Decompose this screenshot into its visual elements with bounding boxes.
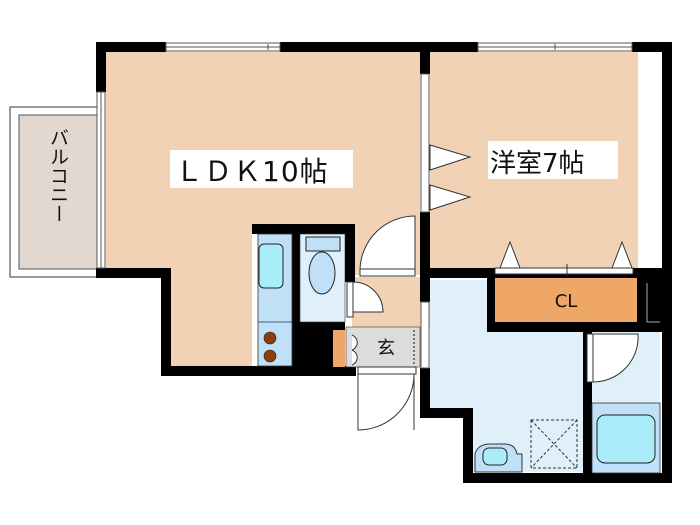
kitchen	[257, 233, 293, 367]
balcony	[9, 106, 99, 278]
closet	[495, 278, 637, 322]
toilet-bowl-icon	[308, 251, 336, 295]
washbasin-icon	[482, 447, 508, 466]
windows	[96, 42, 633, 369]
sink-icon	[258, 243, 284, 289]
entrance	[333, 326, 421, 368]
bathtub	[591, 402, 661, 474]
washroom-fixtures	[474, 419, 578, 473]
balcony-label: バルコニー	[47, 128, 69, 223]
toilet-tank-icon	[305, 236, 341, 252]
doors	[346, 215, 639, 431]
bathtub-icon	[596, 414, 656, 464]
stove-burner-icon	[263, 331, 277, 345]
toilet	[299, 233, 346, 323]
washing-machine-space	[530, 419, 578, 469]
washroom-floor	[430, 280, 583, 472]
closet-door-triangles	[429, 144, 634, 276]
entrance-label: 玄	[377, 338, 395, 359]
ldk-label: ＬＤＫ10帖	[175, 155, 329, 188]
stove-burner-icon	[263, 349, 277, 363]
western-room-label: 洋室7帖	[490, 149, 585, 179]
closet-label: CL	[555, 291, 578, 312]
shoe-box	[333, 330, 345, 367]
ldk-floor	[106, 52, 420, 367]
